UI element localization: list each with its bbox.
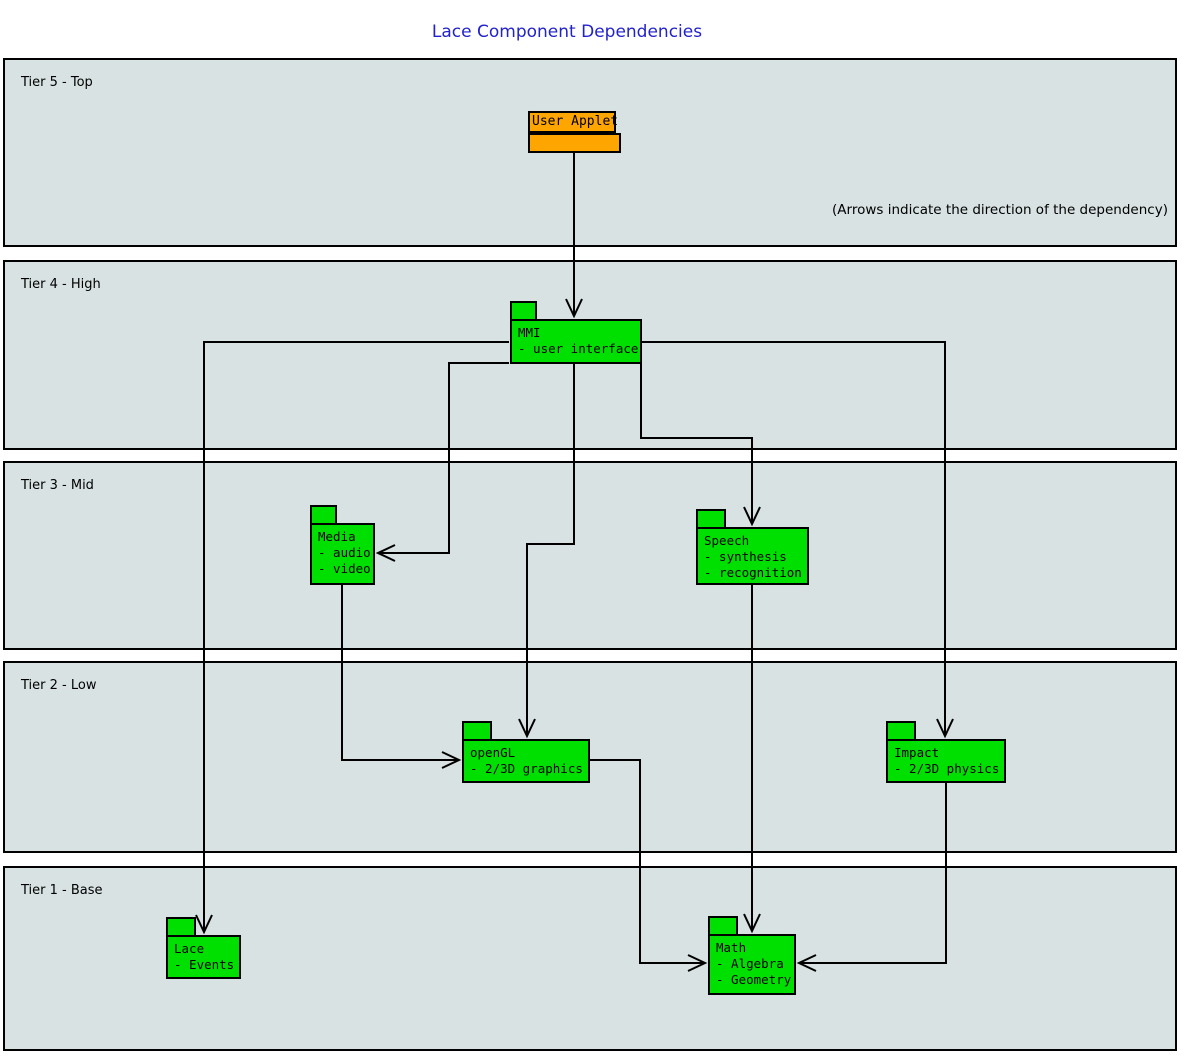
tier-label-5: Tier 5 - Top [21, 75, 93, 90]
node-math-title: Math [716, 940, 747, 955]
node-user-applet-label: User Applet [528, 111, 618, 133]
folder-tab-icon [696, 509, 726, 529]
node-mmi-line: - user interface [518, 341, 639, 356]
tier-label-2: Tier 2 - Low [21, 678, 97, 693]
folder-tab-icon [708, 916, 738, 936]
node-speech-title: Speech [704, 533, 750, 548]
tier-label-4: Tier 4 - High [21, 277, 101, 292]
node-impact-line: - 2/3D physics [894, 761, 1000, 776]
folder-tab-icon [462, 721, 492, 741]
node-lace-title: Lace [174, 941, 205, 956]
tier-band-4: Tier 4 - High [3, 260, 1177, 450]
node-lace-line: - Events [174, 957, 235, 972]
node-opengl-line: - 2/3D graphics [470, 761, 583, 776]
node-impact-title: Impact [894, 745, 940, 760]
node-user-applet-body [528, 133, 621, 153]
tier-label-1: Tier 1 - Base [21, 883, 103, 898]
node-media-title: Media [318, 529, 356, 544]
node-math-line: - Geometry [716, 972, 792, 987]
arrow-direction-note: (Arrows indicate the direction of the de… [832, 202, 1168, 218]
node-speech-line: - synthesis [704, 549, 787, 564]
node-mmi-title: MMI [518, 325, 541, 340]
node-math-line: - Algebra [716, 956, 784, 971]
diagram-title: Lace Component Dependencies [431, 22, 703, 42]
folder-tab-icon [886, 721, 916, 741]
node-opengl-title: openGL [470, 745, 516, 760]
node-media-line: - video [318, 561, 371, 576]
folder-tab-icon [510, 301, 537, 321]
folder-tab-icon [166, 917, 196, 937]
node-media-line: - audio [318, 545, 371, 560]
folder-tab-icon [310, 505, 337, 525]
tier-label-3: Tier 3 - Mid [21, 478, 94, 493]
node-speech-line: - recognition [704, 565, 802, 580]
tier-band-3: Tier 3 - Mid [3, 461, 1177, 650]
